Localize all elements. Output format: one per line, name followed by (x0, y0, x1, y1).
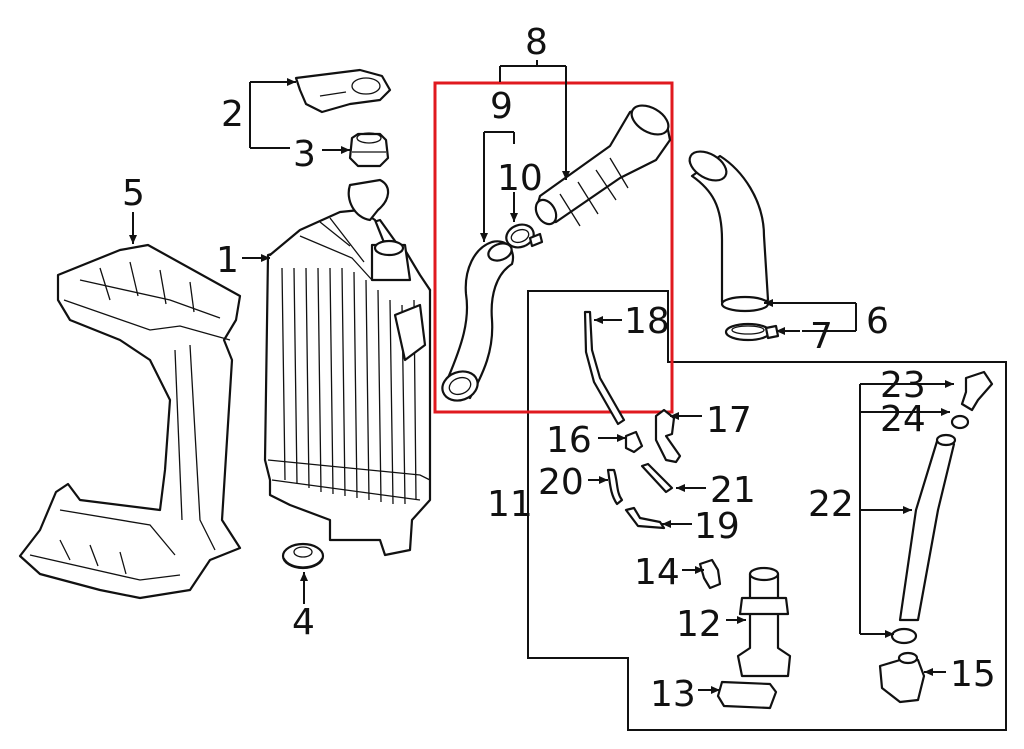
callout-11: 11 (487, 484, 533, 525)
callout-21: 21 (710, 470, 756, 511)
part-4-lower-mount (281, 542, 325, 570)
part-7-hose-clamp (724, 322, 780, 342)
callout-15: 15 (950, 654, 996, 695)
highlight-box-8 (433, 81, 674, 414)
subassembly-box-11 (527, 290, 1007, 731)
callout-6: 6 (866, 301, 889, 342)
callout-13: 13 (650, 674, 696, 715)
part-6-air-hose (688, 150, 770, 313)
callout-2: 2 (221, 94, 244, 135)
callout-8: 8 (525, 22, 548, 63)
callout-14: 14 (634, 552, 680, 593)
callout-labels: 1 2 3 4 5 6 7 8 9 10 11 12 13 14 15 16 1… (122, 22, 996, 715)
part-21-bracket (640, 462, 674, 494)
part-3-grommet (348, 132, 390, 168)
part-22-coolant-hose (898, 433, 957, 622)
callout-19: 19 (694, 506, 740, 547)
callout-9: 9 (490, 86, 513, 127)
part-8-charge-pipe (534, 104, 672, 227)
callout-12: 12 (676, 604, 722, 645)
part-5-air-duct (18, 243, 242, 600)
part-13-module (716, 680, 778, 710)
part-20-short-hose (606, 468, 624, 506)
part-18-vent-line (583, 310, 626, 426)
leader-lines (129, 60, 954, 694)
callout-18: 18 (624, 301, 670, 342)
callout-24: 24 (880, 399, 926, 440)
part-24-o-ring (950, 414, 970, 430)
part-17-clip (654, 408, 682, 464)
callout-16: 16 (546, 420, 592, 461)
callout-23: 23 (880, 365, 926, 406)
part-23-fitting (960, 370, 994, 412)
part-1-intercooler (263, 178, 432, 557)
part-12-filter-housing (736, 566, 792, 678)
part-10-clamp (505, 223, 544, 249)
callout-4: 4 (292, 602, 315, 643)
callout-7: 7 (810, 316, 833, 357)
callout-10: 10 (497, 158, 543, 199)
part-19-line (624, 506, 666, 530)
part-2-bracket (294, 68, 392, 114)
callout-3: 3 (293, 134, 316, 175)
part-9-charge-hose (441, 240, 515, 402)
part-15-valve (878, 651, 926, 704)
callout-17: 17 (706, 400, 752, 441)
part-14-sensor (698, 558, 722, 590)
callout-22: 22 (808, 484, 854, 525)
callout-5: 5 (122, 173, 145, 214)
callout-1: 1 (216, 240, 239, 281)
part-22-lower-clamp (890, 627, 918, 645)
callout-20: 20 (538, 462, 584, 503)
part-16-connector (624, 430, 644, 454)
